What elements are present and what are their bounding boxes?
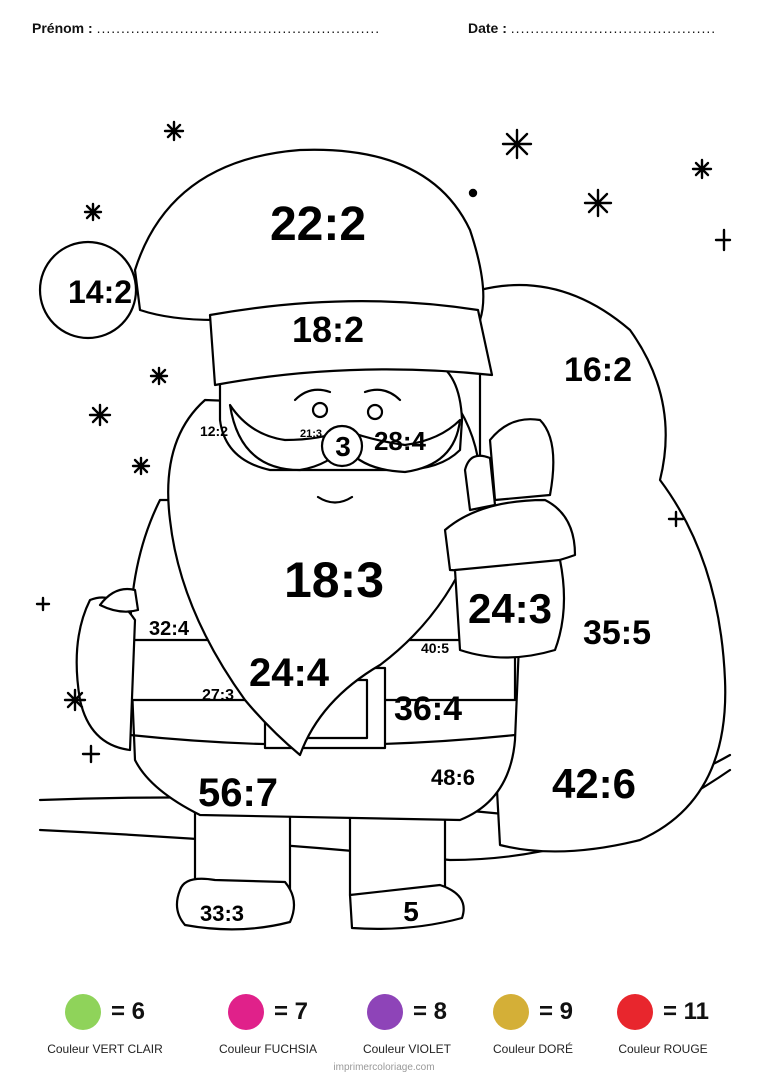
firstname-label: Prénom : xyxy=(32,20,93,36)
zone-hat-top: 22:2 xyxy=(270,198,366,251)
eyebrow-left xyxy=(293,388,332,402)
leg-right[interactable] xyxy=(348,813,447,897)
worksheet-header: Prénom : ...............................… xyxy=(0,20,768,44)
hat-brim[interactable] xyxy=(208,300,494,387)
firstname-field[interactable]: Prénom : ...............................… xyxy=(32,20,380,36)
boot-left[interactable] xyxy=(175,877,296,931)
legend-value: = 11 xyxy=(662,998,710,1025)
zone-sack-bottom: 42:6 xyxy=(552,760,636,807)
zone-sack-mid: 35:5 xyxy=(583,614,651,652)
site-footer: imprimercoloriage.com xyxy=(333,1062,435,1073)
zone-pants-left: 56:7 xyxy=(198,771,278,815)
zone-pompom: 14:2 xyxy=(68,274,132,310)
swatch-dore xyxy=(492,994,529,1030)
legend-item-fuchsia: = 7 Couleur FUCHSIA xyxy=(193,990,343,1056)
nose[interactable] xyxy=(320,424,364,468)
zone-sack-top: 16:2 xyxy=(564,351,632,389)
legend-item-vert-clair: = 6 Couleur VERT CLAIR xyxy=(30,990,180,1056)
sack-knot[interactable] xyxy=(488,418,555,502)
legend-color-name: Couleur ROUGE xyxy=(618,1042,708,1056)
legend-color-name: Couleur VERT CLAIR xyxy=(47,1042,163,1056)
snowflakes xyxy=(35,120,732,764)
hat[interactable] xyxy=(133,148,485,322)
zone-cheek-left: 12:2 xyxy=(200,423,228,439)
legend-value: = 9 xyxy=(538,998,574,1025)
boot-right[interactable] xyxy=(348,883,465,930)
color-legend: = 6 Couleur VERT CLAIR = 7 Couleur FUCHS… xyxy=(0,990,768,1060)
pompom[interactable] xyxy=(38,240,138,340)
legend-value: = 7 xyxy=(273,998,309,1025)
firstname-dots: ........................................… xyxy=(96,20,381,36)
swatch-violet xyxy=(366,994,403,1030)
legend-value: = 8 xyxy=(412,998,448,1025)
zone-boot-left: 33:3 xyxy=(200,901,244,926)
thumb[interactable] xyxy=(463,454,497,512)
zone-mitten: 24:3 xyxy=(468,585,552,632)
zone-buckle: 36:4 xyxy=(394,690,462,728)
date-dots: ........................................… xyxy=(510,20,717,36)
zone-mustache-left: 21:3 xyxy=(300,428,322,440)
eye-right xyxy=(366,403,384,421)
legend-color-name: Couleur FUCHSIA xyxy=(218,1042,318,1056)
mouth xyxy=(316,495,354,504)
zone-hat-brim: 18:2 xyxy=(292,309,364,350)
zone-beard: 18:3 xyxy=(284,552,384,608)
legend-color-name: Couleur DORÉ xyxy=(492,1042,574,1056)
zone-nose: 3 xyxy=(335,431,351,462)
date-field[interactable]: Date : .................................… xyxy=(468,20,716,36)
mitten[interactable] xyxy=(453,558,566,659)
legend-item-rouge: = 11 Couleur ROUGE xyxy=(588,990,738,1056)
legend-color-name: Couleur VIOLET xyxy=(362,1042,452,1056)
eye-left xyxy=(311,401,329,419)
zone-pants-right: 48:6 xyxy=(431,765,475,790)
swatch-vert-clair xyxy=(64,994,101,1030)
date-label: Date : xyxy=(468,20,507,36)
legend-value: = 6 xyxy=(110,998,146,1025)
leg-left[interactable] xyxy=(193,808,292,892)
zone-coat-left: 27:3 xyxy=(202,687,234,704)
legend-item-violet: = 8 Couleur VIOLET xyxy=(332,990,482,1056)
zone-mustache-right: 28:4 xyxy=(374,426,427,456)
legend-item-dore: = 9 Couleur DORÉ xyxy=(458,990,608,1056)
zone-beard-tip: 24:4 xyxy=(249,651,330,695)
santa-coloring-illustration: 22:2 14:2 18:2 16:2 12:2 21:3 3 28:4 18:… xyxy=(35,120,732,931)
swatch-fuchsia xyxy=(227,994,264,1030)
eyebrow-right xyxy=(363,388,402,402)
zone-boot-right: 5 xyxy=(403,896,419,927)
bird[interactable] xyxy=(98,587,140,613)
zone-coat-small-right: 40:5 xyxy=(421,640,449,656)
left-arm[interactable] xyxy=(75,596,137,752)
swatch-rouge xyxy=(616,994,653,1030)
zone-sleeve-left: 32:4 xyxy=(149,618,190,640)
